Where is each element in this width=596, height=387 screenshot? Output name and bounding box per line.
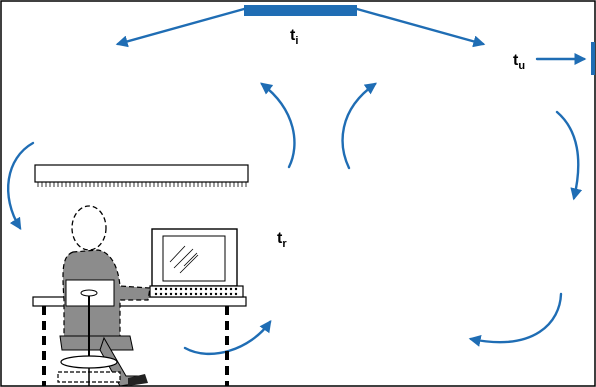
airflow-arrows xyxy=(7,7,587,356)
plume-right-arrow xyxy=(341,82,377,170)
room-temperature-label: tr xyxy=(277,230,287,250)
supply-diffuser-icon xyxy=(244,5,357,16)
radiator-downflow-arrow xyxy=(7,141,35,231)
wall-descent-arrow xyxy=(555,110,583,201)
exhaust-grille-icon xyxy=(591,42,595,75)
inlet-temperature-label: ti xyxy=(290,27,298,47)
outlet-temperature-label: tu xyxy=(513,52,525,72)
floor-rise-arrow xyxy=(183,320,272,356)
radiator-icon xyxy=(34,164,249,187)
keyboard-icon xyxy=(149,285,244,298)
supply-jet-left-arrow xyxy=(115,7,246,48)
plume-left-arrow xyxy=(260,82,296,169)
floor-return-arrow xyxy=(468,292,563,347)
supply-jet-right-arrow xyxy=(355,7,486,48)
computer-monitor-icon xyxy=(151,228,238,287)
office-chair xyxy=(57,296,121,386)
